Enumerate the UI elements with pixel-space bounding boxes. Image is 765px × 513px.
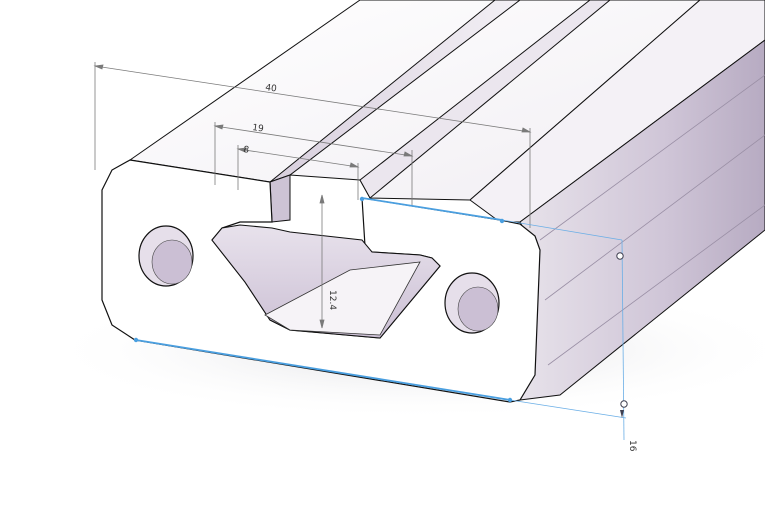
dimension-height-handle-top[interactable] (616, 252, 624, 260)
dimension-height-label[interactable]: 16 (627, 440, 637, 452)
dimension-slot-depth[interactable] (319, 194, 325, 329)
slot-back-wall (359, 0, 611, 199)
dimension-slot-opening-label: 8 (243, 145, 250, 156)
dimension-slot-opening[interactable] (236, 145, 360, 200)
dimension-slot-outer-label: 19 (252, 123, 265, 135)
profile-side-groove (539, 74, 765, 366)
slot-lip-left (269, 174, 291, 223)
left-bolt-hole-inner (151, 239, 193, 285)
right-bolt-hole-inner (457, 286, 499, 332)
dimension-height-handle-bottom[interactable] (620, 400, 628, 408)
slot-cavity-floor (264, 261, 421, 336)
sketch-endpoint-c[interactable] (133, 337, 139, 343)
sketch-endpoint-b[interactable] (499, 218, 505, 224)
dimension-width-overall-label: 40 (265, 83, 278, 95)
sketch-endpoint-a[interactable] (359, 196, 365, 202)
dimension-slot-outer[interactable] (213, 122, 414, 205)
dimension-height-arrow (620, 410, 624, 418)
sketch-endpoint-d[interactable] (507, 397, 513, 403)
dimension-width-overall[interactable] (93, 62, 532, 228)
sketch-selection[interactable] (135, 197, 511, 401)
dimension-slot-depth-label: 12.4 (327, 290, 337, 310)
